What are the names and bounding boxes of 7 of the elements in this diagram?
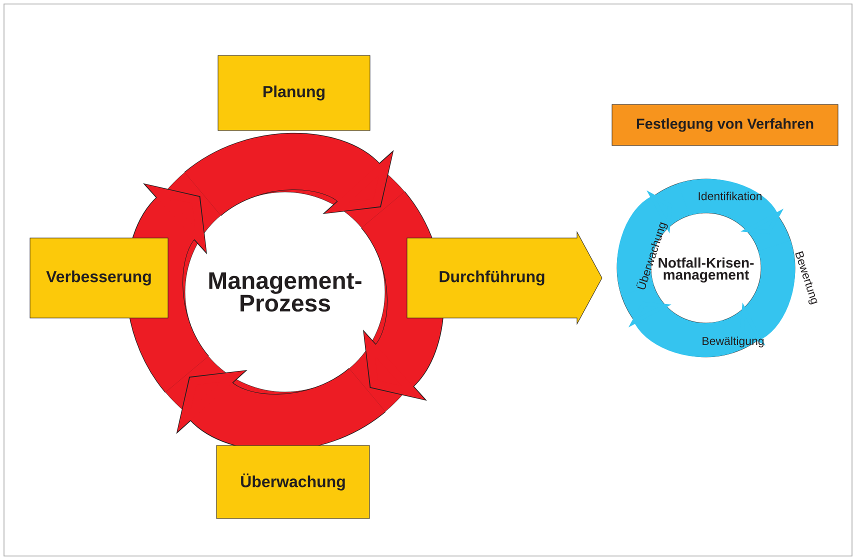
- process-box: Überwachung: [216, 445, 370, 519]
- ring-label: Identifikation: [698, 192, 762, 200]
- process-box: Planung: [218, 55, 370, 131]
- process-box: Festlegung von Verfahren: [612, 104, 838, 146]
- arrow-shaped-box: Durchführung: [406, 232, 602, 324]
- process-box: Verbesserung: [30, 238, 168, 318]
- center-text: Management- Prozess: [209, 272, 362, 312]
